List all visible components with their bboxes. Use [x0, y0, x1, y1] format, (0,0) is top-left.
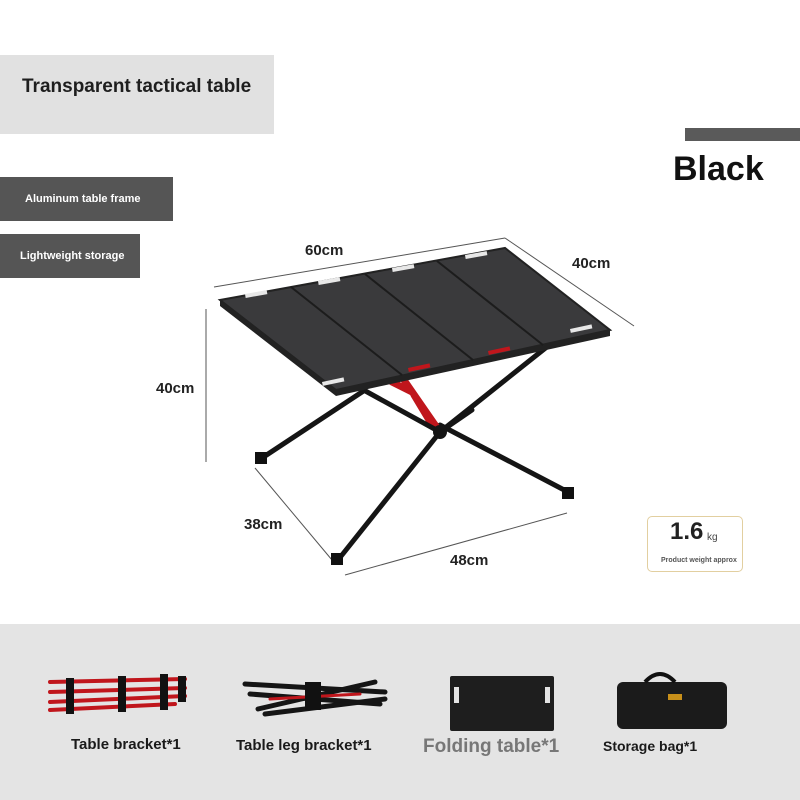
- accessory-label-leg-bracket: Table leg bracket*1: [236, 737, 372, 754]
- accessory-label-storage-bag: Storage bag*1: [603, 738, 698, 754]
- tabletop-seams: [290, 260, 544, 376]
- color-accent-bar: [685, 128, 800, 141]
- folded-leg-frame-icon: [242, 679, 388, 717]
- feature-tag-label: Aluminum table frame: [25, 193, 141, 205]
- tabletop-edge: [336, 330, 610, 396]
- weight-note: Product weight approx: [661, 557, 737, 564]
- storage-bag-icon: [617, 672, 727, 729]
- handle-slots: [244, 251, 593, 386]
- handle-slots-red: [408, 346, 511, 372]
- dim-line-base-width: [344, 512, 568, 576]
- title-panel: [0, 55, 274, 134]
- foot-cap: [331, 553, 343, 565]
- product-title: Transparent tactical table: [22, 76, 252, 97]
- accessory-label-folding-table: Folding table*1: [423, 736, 560, 757]
- red-pole-bundle-icon: [48, 674, 187, 714]
- dim-line-base-depth: [254, 467, 333, 561]
- dimension-lines: [205, 237, 635, 576]
- dim-label-height: 40cm: [156, 380, 195, 397]
- table-legs-front: [335, 343, 551, 563]
- tabletop-edge: [220, 300, 336, 396]
- dim-line-top-depth: [504, 237, 635, 327]
- dim-label-base-depth: 38cm: [244, 516, 283, 533]
- foot-cap: [255, 452, 267, 464]
- accessory-label-table-bracket: Table bracket*1: [71, 736, 181, 753]
- color-label: Black: [673, 150, 764, 188]
- weight-value: 1.6: [670, 518, 704, 545]
- center-hub: [433, 425, 447, 439]
- accessory-images: [48, 672, 727, 731]
- feature-tag-frame: Aluminum table frame: [0, 177, 173, 221]
- dim-label-top-depth: 40cm: [572, 255, 611, 272]
- dim-line-top-width: [213, 237, 506, 288]
- red-center-struts: [388, 376, 444, 436]
- weight-unit: kg: [707, 532, 718, 543]
- feature-tag-storage: Lightweight storage: [0, 234, 140, 278]
- dim-label-top-width: 60cm: [305, 242, 344, 259]
- dim-label-base-width: 48cm: [450, 552, 489, 569]
- folded-tabletop-icon: [450, 676, 554, 731]
- foot-cap: [562, 487, 574, 499]
- table-legs-back: [259, 387, 571, 495]
- feature-tag-label: Lightweight storage: [20, 250, 125, 262]
- weight-badge: [647, 516, 743, 572]
